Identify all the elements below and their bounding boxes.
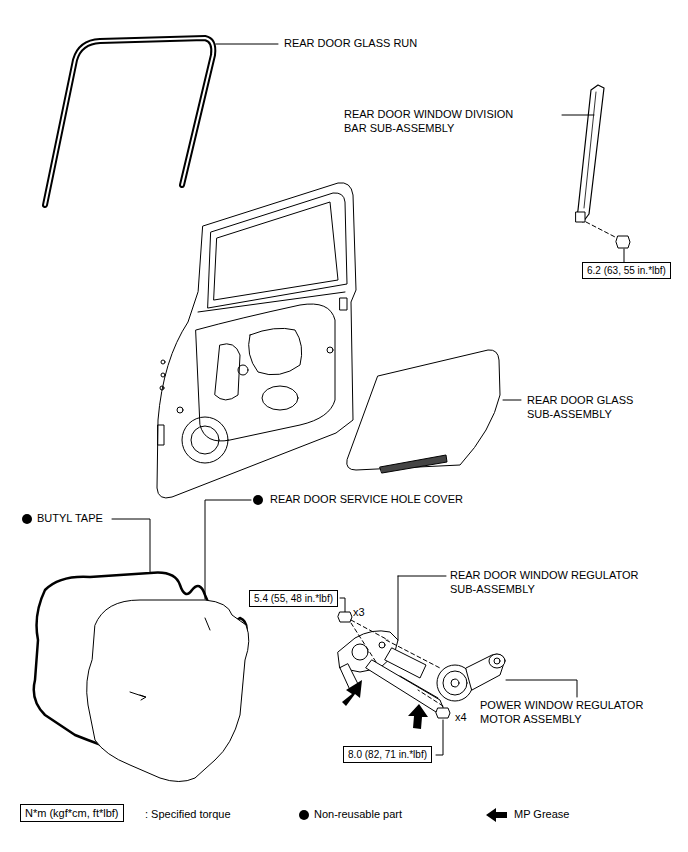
torque-box: 6.2 (63, 55 in.*lbf) (582, 262, 671, 279)
division-bar (576, 85, 630, 262)
legend-text: MP Grease (514, 808, 569, 822)
leader-line (503, 400, 521, 401)
grease-arrow (342, 680, 362, 706)
torque-value: 8.0 (82, 71 in.*lbf) (348, 749, 427, 760)
part-name: REAR DOOR SERVICE HOLE COVER (270, 493, 463, 507)
quantity-label: x3 (353, 606, 365, 620)
torque-value: 5.4 (55, 48 in.*lbf) (254, 593, 333, 604)
leader-line (398, 576, 446, 577)
leader-line (562, 115, 594, 116)
window-regulator (338, 598, 450, 755)
legend-text: : Specified torque (145, 808, 231, 822)
part-name: REAR DOOR GLASS SUB-ASSEMBLY (527, 394, 652, 422)
leader-line (398, 576, 399, 640)
non-reusable-mark (253, 495, 263, 505)
part-name: REAR DOOR WINDOW DIVISION BAR SUB-ASSEMB… (344, 108, 529, 136)
torque-box: 8.0 (82, 71 in.*lbf) (343, 746, 432, 763)
torque-value: N*m (kgf*cm, ft*lbf) (25, 807, 119, 819)
quantity-label: x4 (455, 711, 467, 725)
glass-run (45, 38, 213, 205)
torque-value: 6.2 (63, 55 in.*lbf) (587, 265, 666, 276)
leader-line (216, 44, 278, 45)
legend-text: Non-reusable part (314, 808, 402, 822)
leader-line (205, 500, 251, 599)
part-name: REAR DOOR WINDOW REGULATOR SUB-ASSEMBLY (450, 569, 650, 597)
regulator-motor (437, 654, 577, 701)
rear-door (157, 183, 356, 498)
torque-legend-box: N*m (kgf*cm, ft*lbf) (20, 804, 124, 822)
non-reusable-mark (22, 514, 32, 524)
part-name: POWER WINDOW REGULATOR MOTOR ASSEMBLY (480, 699, 655, 727)
leader-line (112, 519, 150, 572)
part-name: REAR DOOR GLASS RUN (284, 37, 417, 51)
service-hole-cover (87, 600, 249, 782)
torque-box: 5.4 (55, 48 in.*lbf) (249, 590, 338, 607)
grease-arrow (408, 704, 428, 729)
grease-arrow (486, 808, 507, 822)
door-glass (347, 350, 500, 473)
non-reusable-mark (299, 810, 309, 820)
part-name: BUTYL TAPE (37, 512, 103, 526)
